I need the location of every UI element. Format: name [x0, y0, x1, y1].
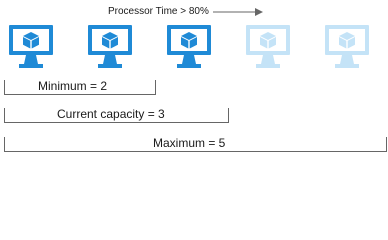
autoscale-diagram: Processor Time > 80% Minimum = 2 Current…: [4, 4, 387, 152]
current-capacity-bracket: [4, 108, 229, 123]
vm-instance-4: [245, 24, 291, 69]
vm-instance-2: [87, 24, 133, 69]
maximum-bracket: [4, 137, 387, 152]
vm-monitor-icon: [325, 25, 369, 68]
vm-instance-5: [324, 24, 370, 69]
scale-trigger: Processor Time > 80%: [108, 4, 263, 20]
current-capacity-label: Current capacity = 3: [57, 107, 165, 121]
vm-monitor-icon: [246, 25, 290, 68]
arrow-right-icon: [212, 8, 263, 16]
vm-monitor-icon: [167, 25, 211, 68]
vm-instance-3: [166, 24, 212, 69]
trigger-label: Processor Time > 80%: [108, 6, 209, 17]
maximum-label: Maximum = 5: [153, 136, 226, 150]
vm-monitor-icon: [88, 25, 132, 68]
vm-monitor-icon: [9, 25, 53, 68]
minimum-label: Minimum = 2: [38, 79, 108, 93]
minimum-bracket: [4, 80, 156, 95]
vm-instance-1: [8, 24, 54, 69]
